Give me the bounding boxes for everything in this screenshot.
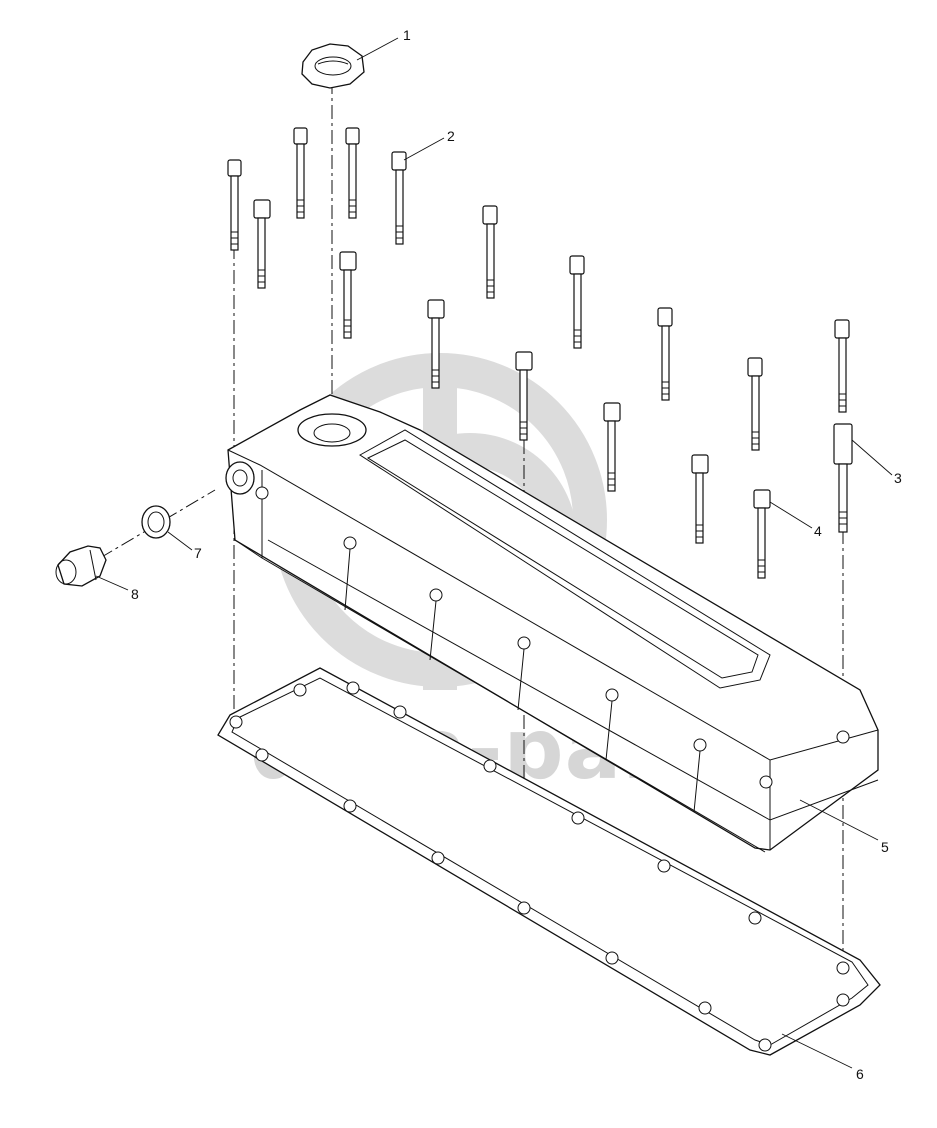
breather-fitting <box>55 545 107 587</box>
bolt-f <box>339 251 357 339</box>
bolt-j <box>515 351 533 441</box>
bolt-n <box>834 319 850 413</box>
callout-6: 6 <box>856 1066 864 1082</box>
valve-cover <box>225 394 879 853</box>
oil-filler-cap <box>301 43 365 89</box>
bolt-o <box>691 454 709 544</box>
gasket <box>217 667 881 1056</box>
callout-labels: 1 2 3 4 5 6 7 8 <box>131 27 902 1082</box>
bolt-d <box>345 127 360 219</box>
callout-3: 3 <box>894 470 902 486</box>
callout-1: 1 <box>403 27 411 43</box>
bolt-a <box>227 159 242 251</box>
leader-lines <box>95 37 893 1069</box>
bolt-m <box>747 357 763 451</box>
bolt-c <box>293 127 308 219</box>
bolt-l <box>603 402 621 492</box>
callout-2: 2 <box>447 128 455 144</box>
callout-7: 7 <box>194 545 202 561</box>
bolt-h <box>427 299 445 389</box>
bolt-p <box>753 489 771 579</box>
callout-5: 5 <box>881 839 889 855</box>
callout-4: 4 <box>814 523 822 539</box>
bolts <box>227 127 853 579</box>
bolt-e <box>391 151 407 245</box>
bolt-b <box>253 199 271 289</box>
spacer-stud <box>833 423 853 533</box>
bolt-g <box>482 205 498 299</box>
bolt-k <box>657 307 673 401</box>
sealing-ring <box>141 505 171 539</box>
callout-8: 8 <box>131 586 139 602</box>
bolt-i <box>569 255 585 349</box>
